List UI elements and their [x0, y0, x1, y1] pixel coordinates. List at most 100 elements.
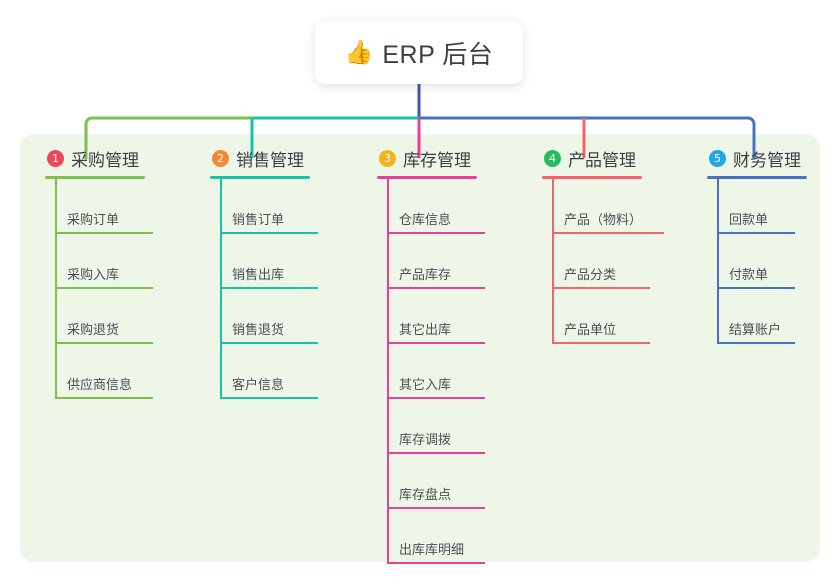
- thumbs-up-icon: 👍: [344, 39, 374, 65]
- branch-title-5: 财务管理: [733, 150, 801, 170]
- leaf-underline: [387, 452, 485, 454]
- leaf-spine-2: [220, 179, 222, 399]
- leaf-label: 产品（物料）: [564, 212, 643, 227]
- branch-title-1: 采购管理: [71, 150, 139, 170]
- leaf-item[interactable]: 产品库存: [377, 234, 485, 289]
- leaf-label: 其它入库: [399, 377, 452, 392]
- branch-header-5[interactable]: 5 财务管理: [707, 146, 807, 170]
- branch-underline-4: [542, 176, 642, 179]
- leaf-item[interactable]: 结算账户: [707, 289, 807, 344]
- leaf-label: 产品库存: [399, 267, 452, 282]
- leaf-underline: [552, 342, 650, 344]
- leaf-label: 采购订单: [67, 212, 120, 227]
- branch-header-3[interactable]: 3 库存管理: [377, 146, 477, 170]
- leaf-list-5: 回款单 付款单 结算账户: [707, 179, 807, 344]
- leaf-item[interactable]: 库存调拨: [377, 399, 485, 454]
- leaf-label: 仓库信息: [399, 212, 452, 227]
- leaf-item[interactable]: 客户信息: [210, 344, 318, 399]
- branch-number-badge-1: 1: [47, 149, 64, 167]
- leaf-label: 回款单: [729, 212, 769, 227]
- leaf-spine-5: [717, 179, 719, 344]
- leaf-underline: [387, 232, 485, 234]
- branch-column-2[interactable]: 2 销售管理 销售订单 销售出库 销售退货 客户信息: [210, 146, 318, 399]
- branch-header-2[interactable]: 2 销售管理: [210, 146, 310, 170]
- leaf-underline: [387, 342, 485, 344]
- branch-header-1[interactable]: 1 采购管理: [45, 146, 145, 170]
- branch-underline-2: [210, 176, 310, 179]
- branch-underline-3: [377, 176, 477, 179]
- branch-column-3[interactable]: 3 库存管理 仓库信息 产品库存 其它出库 其它入库 库存调拨: [377, 146, 485, 564]
- leaf-item[interactable]: 采购退货: [45, 289, 153, 344]
- leaf-label: 销售订单: [232, 212, 285, 227]
- leaf-item[interactable]: 付款单: [707, 234, 807, 289]
- leaf-item[interactable]: 产品单位: [542, 289, 650, 344]
- root-title: ERP 后台: [382, 40, 494, 69]
- leaf-item[interactable]: 采购订单: [45, 179, 153, 234]
- leaf-item[interactable]: 销售退货: [210, 289, 318, 344]
- leaf-label: 产品单位: [564, 322, 617, 337]
- leaf-spine-4: [552, 179, 554, 344]
- branch-underline-5: [707, 176, 807, 179]
- branch-column-5[interactable]: 5 财务管理 回款单 付款单 结算账户: [707, 146, 807, 344]
- leaf-label: 产品分类: [564, 267, 617, 282]
- leaf-label: 采购退货: [67, 322, 120, 337]
- leaf-item[interactable]: 其它入库: [377, 344, 485, 399]
- leaf-underline: [220, 287, 318, 289]
- leaf-list-4: 产品（物料） 产品分类 产品单位: [542, 179, 664, 344]
- branch-column-4[interactable]: 4 产品管理 产品（物料） 产品分类 产品单位: [542, 146, 664, 344]
- branch-header-4[interactable]: 4 产品管理: [542, 146, 642, 170]
- leaf-label: 销售退货: [232, 322, 285, 337]
- leaf-underline: [387, 397, 485, 399]
- leaf-underline: [55, 397, 153, 399]
- leaf-label: 销售出库: [232, 267, 285, 282]
- leaf-underline: [55, 232, 153, 234]
- leaf-spine-3: [387, 179, 389, 564]
- branch-number-badge-3: 3: [379, 149, 396, 167]
- leaf-item[interactable]: 产品分类: [542, 234, 650, 289]
- leaf-underline: [55, 342, 153, 344]
- leaf-item[interactable]: 产品（物料）: [542, 179, 664, 234]
- leaf-underline: [220, 342, 318, 344]
- leaf-underline: [552, 232, 664, 234]
- leaf-list-2: 销售订单 销售出库 销售退货 客户信息: [210, 179, 318, 399]
- leaf-underline: [55, 287, 153, 289]
- branch-number-badge-2: 2: [212, 149, 229, 167]
- branch-title-2: 销售管理: [236, 150, 304, 170]
- leaf-underline: [387, 287, 485, 289]
- leaf-underline: [220, 232, 318, 234]
- leaf-underline: [717, 232, 795, 234]
- branch-column-1[interactable]: 1 采购管理 采购订单 采购入库 采购退货 供应商信息: [45, 146, 153, 399]
- leaf-list-3: 仓库信息 产品库存 其它出库 其它入库 库存调拨 库存盘点: [377, 179, 485, 564]
- leaf-underline: [717, 287, 795, 289]
- leaf-label: 客户信息: [232, 377, 285, 392]
- leaf-label: 库存调拨: [399, 432, 452, 447]
- leaf-item[interactable]: 仓库信息: [377, 179, 485, 234]
- leaf-item[interactable]: 采购入库: [45, 234, 153, 289]
- leaf-item[interactable]: 其它出库: [377, 289, 485, 344]
- branch-title-4: 产品管理: [568, 150, 636, 170]
- leaf-item[interactable]: 回款单: [707, 179, 807, 234]
- leaf-underline: [387, 507, 485, 509]
- leaf-label: 付款单: [729, 267, 769, 282]
- leaf-underline: [387, 562, 485, 564]
- leaf-label: 出库库明细: [399, 542, 465, 557]
- leaf-underline: [717, 342, 795, 344]
- leaf-item[interactable]: 出库库明细: [377, 509, 485, 564]
- leaf-underline: [220, 397, 318, 399]
- branch-underline-1: [45, 176, 145, 179]
- branch-title-3: 库存管理: [403, 150, 471, 170]
- leaf-item[interactable]: 销售订单: [210, 179, 318, 234]
- leaf-label: 库存盘点: [399, 487, 452, 502]
- root-node-card[interactable]: 👍 ERP 后台: [315, 21, 523, 84]
- leaf-label: 结算账户: [729, 322, 782, 337]
- leaf-spine-1: [55, 179, 57, 399]
- leaf-underline: [552, 287, 650, 289]
- leaf-label: 其它出库: [399, 322, 452, 337]
- leaf-item[interactable]: 库存盘点: [377, 454, 485, 509]
- diagram-background-panel: [20, 134, 820, 562]
- leaf-item[interactable]: 供应商信息: [45, 344, 153, 399]
- leaf-item[interactable]: 销售出库: [210, 234, 318, 289]
- branch-number-badge-4: 4: [544, 149, 561, 167]
- branch-number-badge-5: 5: [709, 149, 726, 167]
